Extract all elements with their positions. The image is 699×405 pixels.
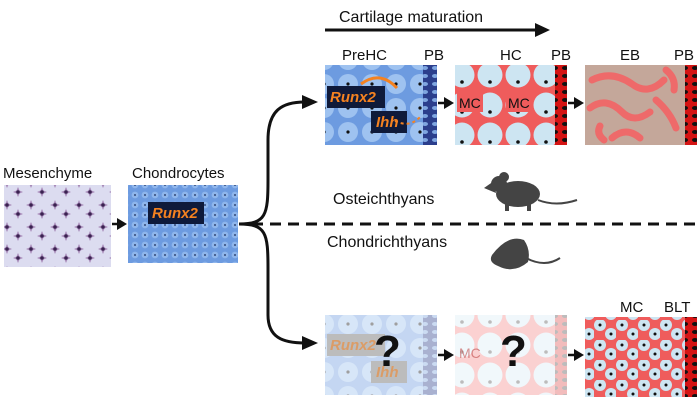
question-mark-2: ?	[500, 327, 527, 376]
arrow-head-top	[302, 95, 318, 109]
arrow-prehc-hc	[438, 97, 454, 109]
mesenchyme-label: Mesenchyme	[3, 165, 92, 182]
perichondral-bone-3	[685, 65, 697, 145]
stingray-icon	[490, 238, 561, 270]
ihh-box-top	[371, 111, 407, 133]
ihh-signal-dashed	[394, 116, 421, 125]
ihh-top-label: Ihh	[376, 114, 399, 131]
cartilage-maturation-arrow: Cartilage maturation	[325, 9, 550, 37]
chondrocytes-label: Chondrocytes	[132, 165, 225, 182]
pb-label-1: PB	[424, 47, 444, 64]
prehc-label: PreHC	[342, 47, 387, 64]
mc-bottom-label: MC	[620, 299, 643, 316]
branch-arrows	[238, 100, 306, 345]
bone-like-tissue	[685, 317, 697, 397]
ihh-faded-label: Ihh	[376, 364, 399, 381]
arrow-hc-eb	[568, 97, 584, 109]
runx2-faded-label: Runx2	[330, 337, 377, 354]
mc-hc-right-label: MC	[508, 95, 530, 111]
arrow-bottom-2	[568, 349, 584, 361]
arrow-to-chondrocytes	[112, 218, 127, 230]
runx2-top-label: Runx2	[330, 89, 377, 106]
chondrichthyans-label: Chondrichthyans	[327, 234, 447, 251]
runx2-ihh-signal-arrow	[360, 76, 399, 90]
eb-trabeculae	[586, 66, 680, 144]
arrow-bottom-1	[438, 349, 454, 361]
mesenchyme-tissue	[4, 185, 111, 267]
hc-label: HC	[500, 47, 522, 64]
mouse-icon	[484, 172, 578, 211]
arrow-head-bottom	[302, 336, 318, 350]
pb-label-3: PB	[674, 47, 694, 64]
perichondral-bone-1	[423, 65, 437, 145]
mc-box-hc-right	[506, 92, 532, 112]
runx2-gene-box	[148, 202, 204, 224]
eb-label: EB	[620, 47, 640, 64]
blt-label: BLT	[664, 299, 690, 316]
cartilage-maturation-label: Cartilage maturation	[339, 9, 483, 26]
faded-hc-block	[455, 315, 567, 395]
mineralized-cartilage-tissue	[585, 317, 685, 397]
question-mark-1: ?	[374, 327, 401, 376]
runx2-gene-label: Runx2	[152, 205, 199, 222]
faded-prehc-block	[325, 315, 437, 395]
perichondral-bone-2	[555, 65, 567, 145]
pb-label-2: PB	[551, 47, 571, 64]
mc-faded-label: MC	[459, 345, 481, 361]
runx2-box-top	[327, 86, 385, 108]
osteichthyans-label: Osteichthyans	[333, 191, 434, 208]
mc-hc-left-label: MC	[459, 95, 481, 111]
mc-box-hc-left	[457, 92, 483, 112]
